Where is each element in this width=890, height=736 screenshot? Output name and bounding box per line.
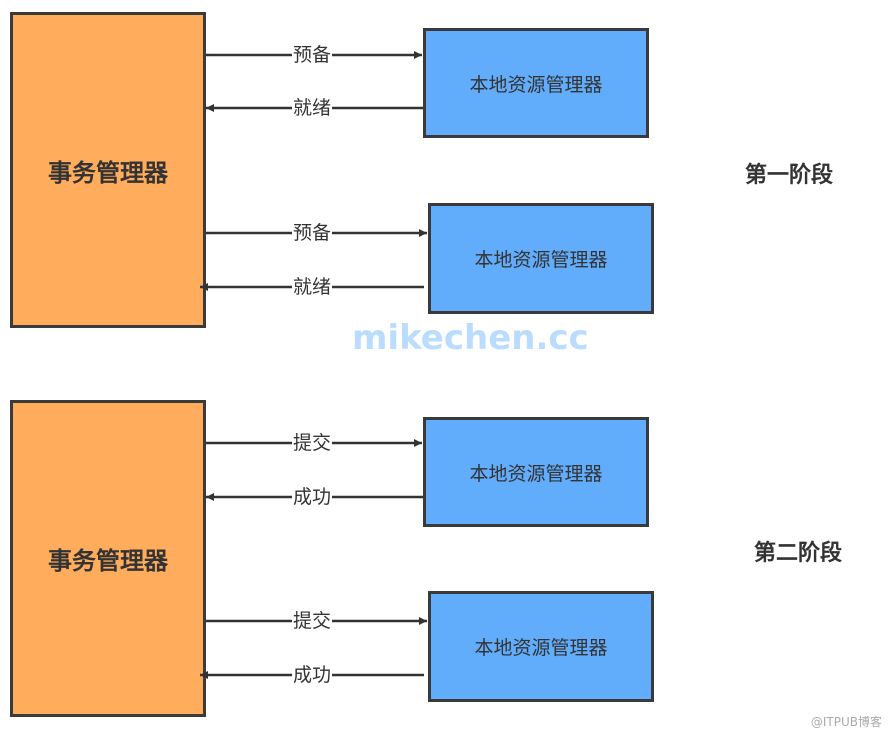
response-label: 就绪 bbox=[292, 97, 333, 119]
resource-manager-phase2-b: 本地资源管理器 bbox=[428, 591, 654, 702]
response-label: 成功 bbox=[292, 664, 333, 686]
resource-manager-label: 本地资源管理器 bbox=[469, 73, 603, 96]
resource-manager-phase1-a: 本地资源管理器 bbox=[423, 28, 649, 138]
resource-manager-label: 本地资源管理器 bbox=[474, 637, 608, 659]
resource-manager-phase1-b: 本地资源管理器 bbox=[428, 203, 654, 314]
stage-label-phase2: 第二阶段 bbox=[754, 541, 843, 566]
resource-manager-phase2-a: 本地资源管理器 bbox=[423, 417, 649, 527]
watermark: mikechen.cc bbox=[352, 318, 589, 358]
resource-manager-label: 本地资源管理器 bbox=[474, 249, 608, 271]
request-label: 预备 bbox=[292, 222, 333, 244]
response-label: 成功 bbox=[292, 486, 333, 508]
request-label: 提交 bbox=[292, 610, 333, 632]
response-label: 就绪 bbox=[292, 276, 333, 298]
resource-manager-label: 本地资源管理器 bbox=[469, 462, 603, 485]
stage-label-phase1: 第一阶段 bbox=[745, 163, 834, 188]
credit-text: @ITPUB博客 bbox=[810, 715, 882, 729]
transaction-manager-label: 事务管理器 bbox=[48, 547, 168, 575]
transaction-manager-phase2: 事务管理器 bbox=[10, 400, 206, 717]
transaction-manager-phase1: 事务管理器 bbox=[10, 12, 206, 328]
request-label: 预备 bbox=[292, 44, 333, 66]
transaction-manager-label: 事务管理器 bbox=[48, 158, 168, 187]
request-label: 提交 bbox=[292, 432, 333, 454]
